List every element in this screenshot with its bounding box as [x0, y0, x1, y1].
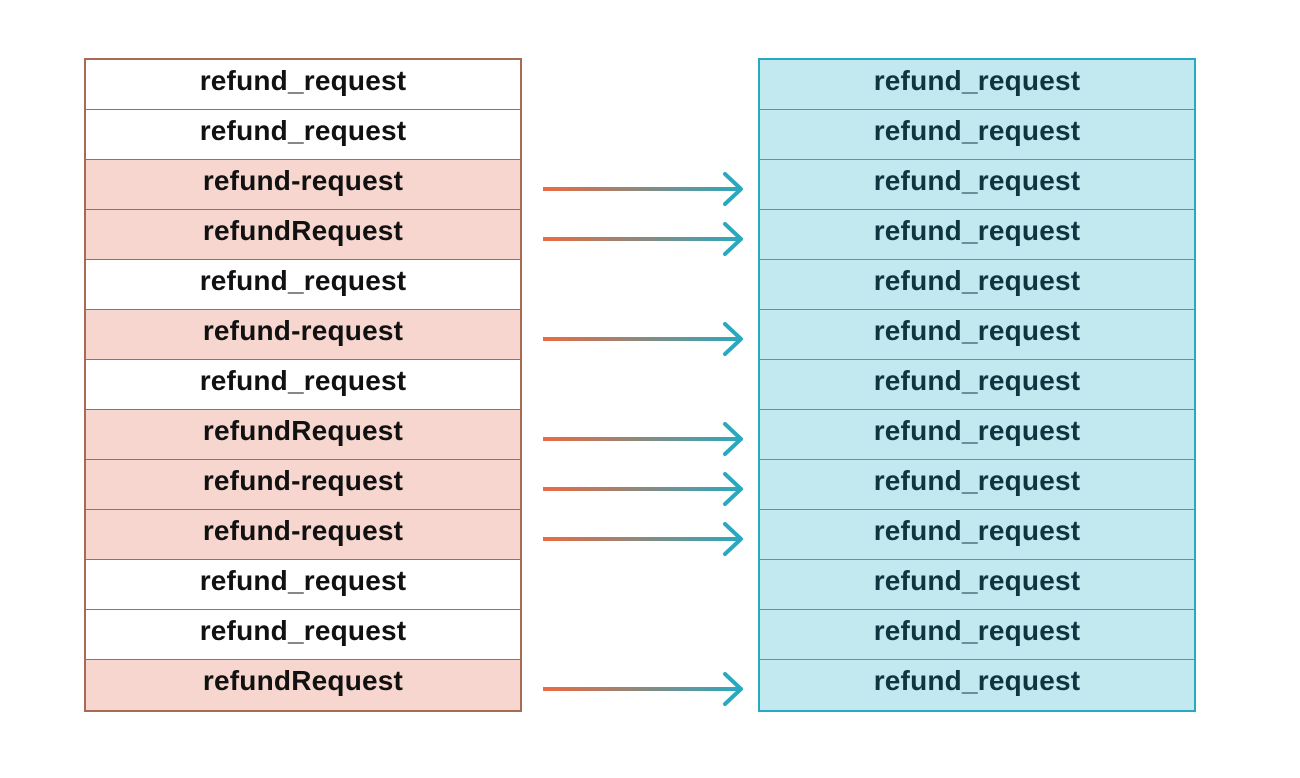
source-label: refund-request: [202, 314, 404, 346]
source-label-row: refund_request: [86, 610, 520, 660]
source-label: refund-request: [202, 464, 404, 496]
arrow-head-icon: [723, 322, 743, 356]
source-label: refundRequest: [202, 214, 404, 246]
normalized-label: refund_request: [873, 464, 1081, 496]
source-labels-table: refund_request refund_request refund-req…: [84, 58, 522, 712]
normalized-label-row: refund_request: [760, 410, 1194, 460]
normalized-label: refund_request: [873, 114, 1081, 146]
normalized-label: refund_request: [873, 64, 1081, 96]
normalized-label: refund_request: [873, 665, 1081, 696]
source-label-row: refund_request: [86, 260, 520, 310]
mapping-arrow: [542, 222, 743, 256]
source-label-row: refund_request: [86, 360, 520, 410]
mapping-arrow: [542, 522, 743, 556]
source-label: refund_request: [199, 364, 407, 396]
arrow-head-icon: [723, 522, 743, 556]
source-label-row: refund_request: [86, 110, 520, 160]
source-label: refundRequest: [202, 414, 404, 446]
source-label-row: refund-request: [86, 510, 520, 560]
arrow-head-icon: [723, 422, 743, 456]
normalized-label-row: refund_request: [760, 260, 1194, 310]
source-label: refund_request: [199, 114, 407, 146]
source-label-row: refund-request: [86, 460, 520, 510]
arrow-head-icon: [723, 472, 743, 506]
normalized-label: refund_request: [873, 564, 1081, 596]
normalized-label: refund_request: [873, 264, 1081, 296]
normalized-label: refund_request: [873, 364, 1081, 396]
source-label: refund_request: [199, 64, 407, 96]
normalized-label-row: refund_request: [760, 110, 1194, 160]
mapping-arrow: [542, 322, 743, 356]
arrow-head-icon: [723, 172, 743, 206]
mapping-arrow: [542, 672, 743, 706]
normalized-label-row: refund_request: [760, 60, 1194, 110]
normalized-label-row: refund_request: [760, 610, 1194, 660]
source-label: refund_request: [199, 614, 407, 646]
source-label-row: refund_request: [86, 60, 520, 110]
normalized-label: refund_request: [873, 414, 1081, 446]
normalized-label-row: refund_request: [760, 460, 1194, 510]
normalized-label: refund_request: [873, 514, 1081, 546]
normalized-label-row: refund_request: [760, 660, 1194, 710]
source-label-row: refund-request: [86, 160, 520, 210]
normalized-label-row: refund_request: [760, 210, 1194, 260]
source-label: refund-request: [202, 514, 404, 546]
normalized-label-row: refund_request: [760, 510, 1194, 560]
source-label-row: refundRequest: [86, 410, 520, 460]
normalized-label-row: refund_request: [760, 310, 1194, 360]
mapping-arrow: [542, 472, 743, 506]
source-label: refund_request: [199, 564, 407, 596]
source-label-row: refund_request: [86, 560, 520, 610]
normalized-label-row: refund_request: [760, 560, 1194, 610]
normalized-label: refund_request: [873, 614, 1081, 646]
source-label: refundRequest: [202, 665, 404, 696]
arrow-head-icon: [723, 672, 743, 706]
source-label: refund_request: [199, 264, 407, 296]
normalized-labels-table: refund_request refund_request refund_req…: [758, 58, 1196, 712]
normalized-label: refund_request: [873, 164, 1081, 196]
mapping-arrow: [542, 422, 743, 456]
normalized-label: refund_request: [873, 314, 1081, 346]
source-label: refund-request: [202, 164, 404, 196]
normalized-label-row: refund_request: [760, 160, 1194, 210]
source-label-row: refund-request: [86, 310, 520, 360]
arrow-head-icon: [723, 222, 743, 256]
normalized-label: refund_request: [873, 214, 1081, 246]
normalized-label-row: refund_request: [760, 360, 1194, 410]
mapping-arrow: [542, 172, 743, 206]
source-label-row: refundRequest: [86, 210, 520, 260]
source-label-row: refundRequest: [86, 660, 520, 710]
